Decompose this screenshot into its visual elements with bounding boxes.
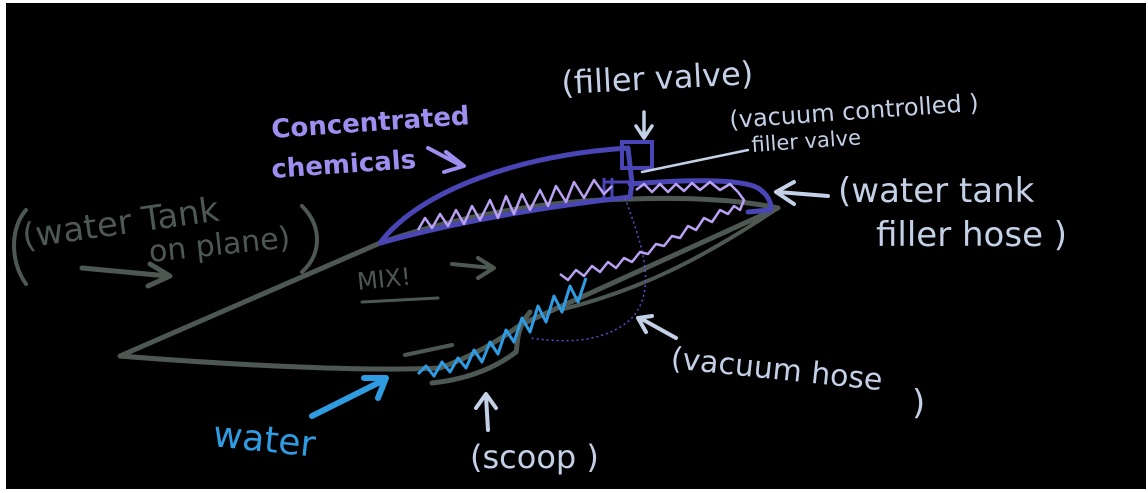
label-scoop: (scoop )	[470, 438, 599, 476]
label-water-tank-hose-line1: (water tank	[838, 171, 1035, 211]
label-water-tank-hose-line2: filler hose )	[876, 215, 1067, 255]
label-mix: MIX!	[356, 262, 412, 295]
label-vacuum-hose-close: )	[912, 383, 925, 423]
